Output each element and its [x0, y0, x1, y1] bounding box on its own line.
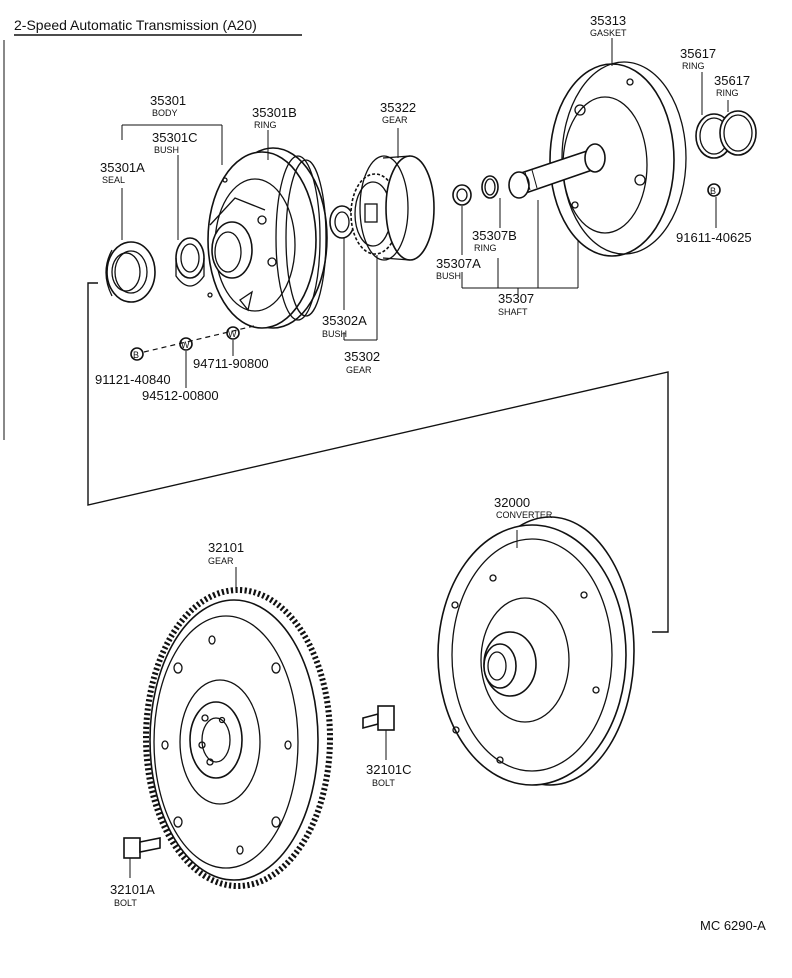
bolt-32101a-drawing	[123, 837, 161, 878]
part-name: SEAL	[102, 175, 125, 185]
part-name: RING	[716, 88, 739, 98]
part-name: GEAR	[382, 115, 408, 125]
part-number: 35322	[380, 100, 416, 115]
label-35302: 35302 GEAR	[344, 349, 380, 375]
fastener-91611-label: 91611-40625	[676, 230, 752, 245]
label-32000: 32000 CONVERTER	[494, 495, 553, 520]
part-name: BUSH	[322, 329, 347, 339]
label-35307: 35307 SHAFT	[498, 291, 534, 317]
bush-35301c-drawing	[175, 237, 205, 287]
part-name: RING	[682, 61, 705, 71]
torque-converter-drawing	[437, 516, 635, 786]
seal-rings-drawing	[695, 110, 757, 159]
part-number: 35617	[714, 73, 750, 88]
oil-seal-drawing	[105, 241, 156, 303]
label-32101a: 32101A BOLT	[110, 882, 155, 908]
part-number: 32101	[208, 540, 244, 555]
part-name: BOLT	[114, 898, 137, 908]
label-32101: 32101 GEAR	[208, 540, 244, 566]
part-number: 35302A	[322, 313, 367, 328]
part-number: 32000	[494, 495, 530, 510]
part-name: CONVERTER	[496, 510, 553, 520]
part-name: SHAFT	[498, 307, 528, 317]
fastener-94512-label: 94512-00800	[142, 388, 219, 403]
label-35322: 35322 GEAR	[380, 100, 416, 125]
part-name: GEAR	[346, 365, 372, 375]
part-number: 35617	[680, 46, 716, 61]
part-name: BUSH	[436, 271, 461, 281]
label-35313: 35313 GASKET	[590, 13, 627, 38]
part-name: BODY	[152, 108, 178, 118]
label-35302a: 35302A BUSH	[322, 313, 367, 339]
label-35301: 35301 BODY	[150, 93, 186, 118]
label-35307b: 35307B RING	[472, 228, 517, 253]
bolt-axis-dashed	[143, 325, 255, 353]
part-name: GEAR	[208, 556, 234, 566]
part-number: 35302	[344, 349, 380, 364]
fastener-94711-label: 94711-90800	[193, 356, 269, 371]
leader-lines-upper	[121, 38, 729, 388]
bolt-symbol-91611: B	[707, 183, 721, 197]
part-number: 35301	[150, 93, 186, 108]
part-number: 32101A	[110, 882, 155, 897]
label-32101c: 32101C BOLT	[366, 762, 412, 788]
washer-symbol-94711: W	[226, 326, 240, 340]
pump-body-drawing	[207, 147, 328, 329]
svg-text:W: W	[181, 340, 190, 350]
label-35301c: 35301C BUSH	[152, 130, 198, 155]
part-number: 35307B	[472, 228, 517, 243]
part-name: RING	[254, 120, 277, 130]
part-number: 35301C	[152, 130, 198, 145]
part-number: 35307	[498, 291, 534, 306]
bush-35307a-drawing	[452, 184, 472, 206]
part-name: GASKET	[590, 28, 627, 38]
part-number: 35301B	[252, 105, 297, 120]
bolt-symbol-91121: B	[130, 347, 144, 361]
label-35617-b: 35617 RING	[714, 73, 750, 98]
washer-symbol-94512: W	[179, 337, 193, 351]
ring-35307b-drawing	[481, 175, 499, 199]
flex-plate-drawing	[143, 587, 333, 889]
bolt-32101c-drawing	[362, 705, 395, 760]
label-35301b: 35301B RING	[252, 105, 297, 130]
part-number: 32101C	[366, 762, 412, 777]
part-name: BOLT	[372, 778, 395, 788]
drawing-code: MC 6290-A	[700, 918, 766, 933]
driven-gear-drawing	[359, 155, 435, 261]
part-name: RING	[474, 243, 497, 253]
part-number: 35301A	[100, 160, 145, 175]
part-name: BUSH	[154, 145, 179, 155]
svg-text:W: W	[228, 329, 237, 339]
svg-text:B: B	[710, 186, 716, 196]
part-number: 35307A	[436, 256, 481, 271]
stator-shaft-drawing	[508, 61, 687, 257]
svg-text:B: B	[133, 350, 139, 360]
diagram-title: 2-Speed Automatic Transmission (A20)	[14, 17, 257, 33]
label-35307a: 35307A BUSH	[436, 256, 481, 281]
label-35617-a: 35617 RING	[680, 46, 716, 71]
assembly-connector-line	[87, 282, 669, 633]
label-35301a: 35301A SEAL	[100, 160, 145, 185]
part-number: 35313	[590, 13, 626, 28]
fastener-91121-label: 91121-40840	[95, 372, 171, 387]
